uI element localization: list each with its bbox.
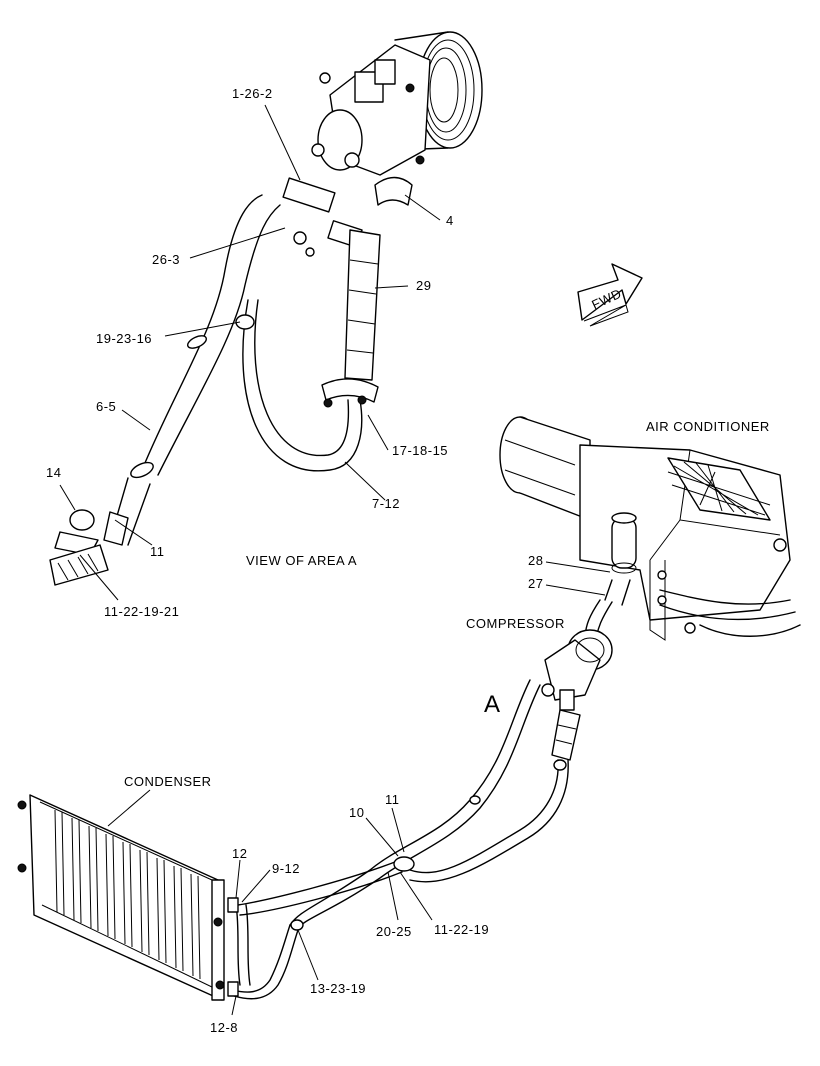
callout-11-22-19-21: 11-22-19-21 [104,604,179,619]
callout-17-18-15: 17-18-15 [392,443,448,458]
callout-11-view-a: 11 [150,544,165,559]
condenser [17,794,239,1001]
callout-1-26-2: 1-26-2 [232,86,273,101]
area-a-label: A [484,691,500,718]
compressor-main [541,599,613,761]
callout-14: 14 [46,465,61,480]
callouts-main [107,789,433,1016]
compressor-label: COMPRESSOR [466,616,565,631]
callout-12-8: 12-8 [210,1020,238,1035]
callouts-view-a [59,104,441,601]
fwd-arrow: FWD [577,263,643,327]
hose-6-5 [49,194,281,586]
callout-11-22-19: 11-22-19 [434,922,489,937]
callout-4: 4 [446,213,454,228]
air-conditioner-label: AIR CONDITIONER [646,419,770,434]
compressor-detail [282,31,483,257]
callout-13-23-19: 13-23-19 [310,981,366,996]
condenser-label: CONDENSER [124,774,212,789]
callout-12: 12 [232,846,247,861]
leader-28 [545,561,611,573]
callout-6-5: 6-5 [96,399,116,414]
callout-9-12: 9-12 [272,861,300,876]
air-conditioner-unit [499,416,801,641]
callout-27: 27 [528,576,543,591]
hose-7-12 [235,229,381,472]
callout-19-23-16: 19-23-16 [96,331,152,346]
leader-27 [545,584,606,596]
callout-26-3: 26-3 [152,252,180,267]
callout-20-25: 20-25 [376,924,412,939]
callout-7-12: 7-12 [372,496,400,511]
callout-29: 29 [416,278,431,293]
view-of-area-a-label: VIEW OF AREA A [246,553,357,568]
callout-11-main: 11 [385,792,400,807]
callout-28: 28 [528,553,543,568]
callout-10: 10 [349,805,364,820]
